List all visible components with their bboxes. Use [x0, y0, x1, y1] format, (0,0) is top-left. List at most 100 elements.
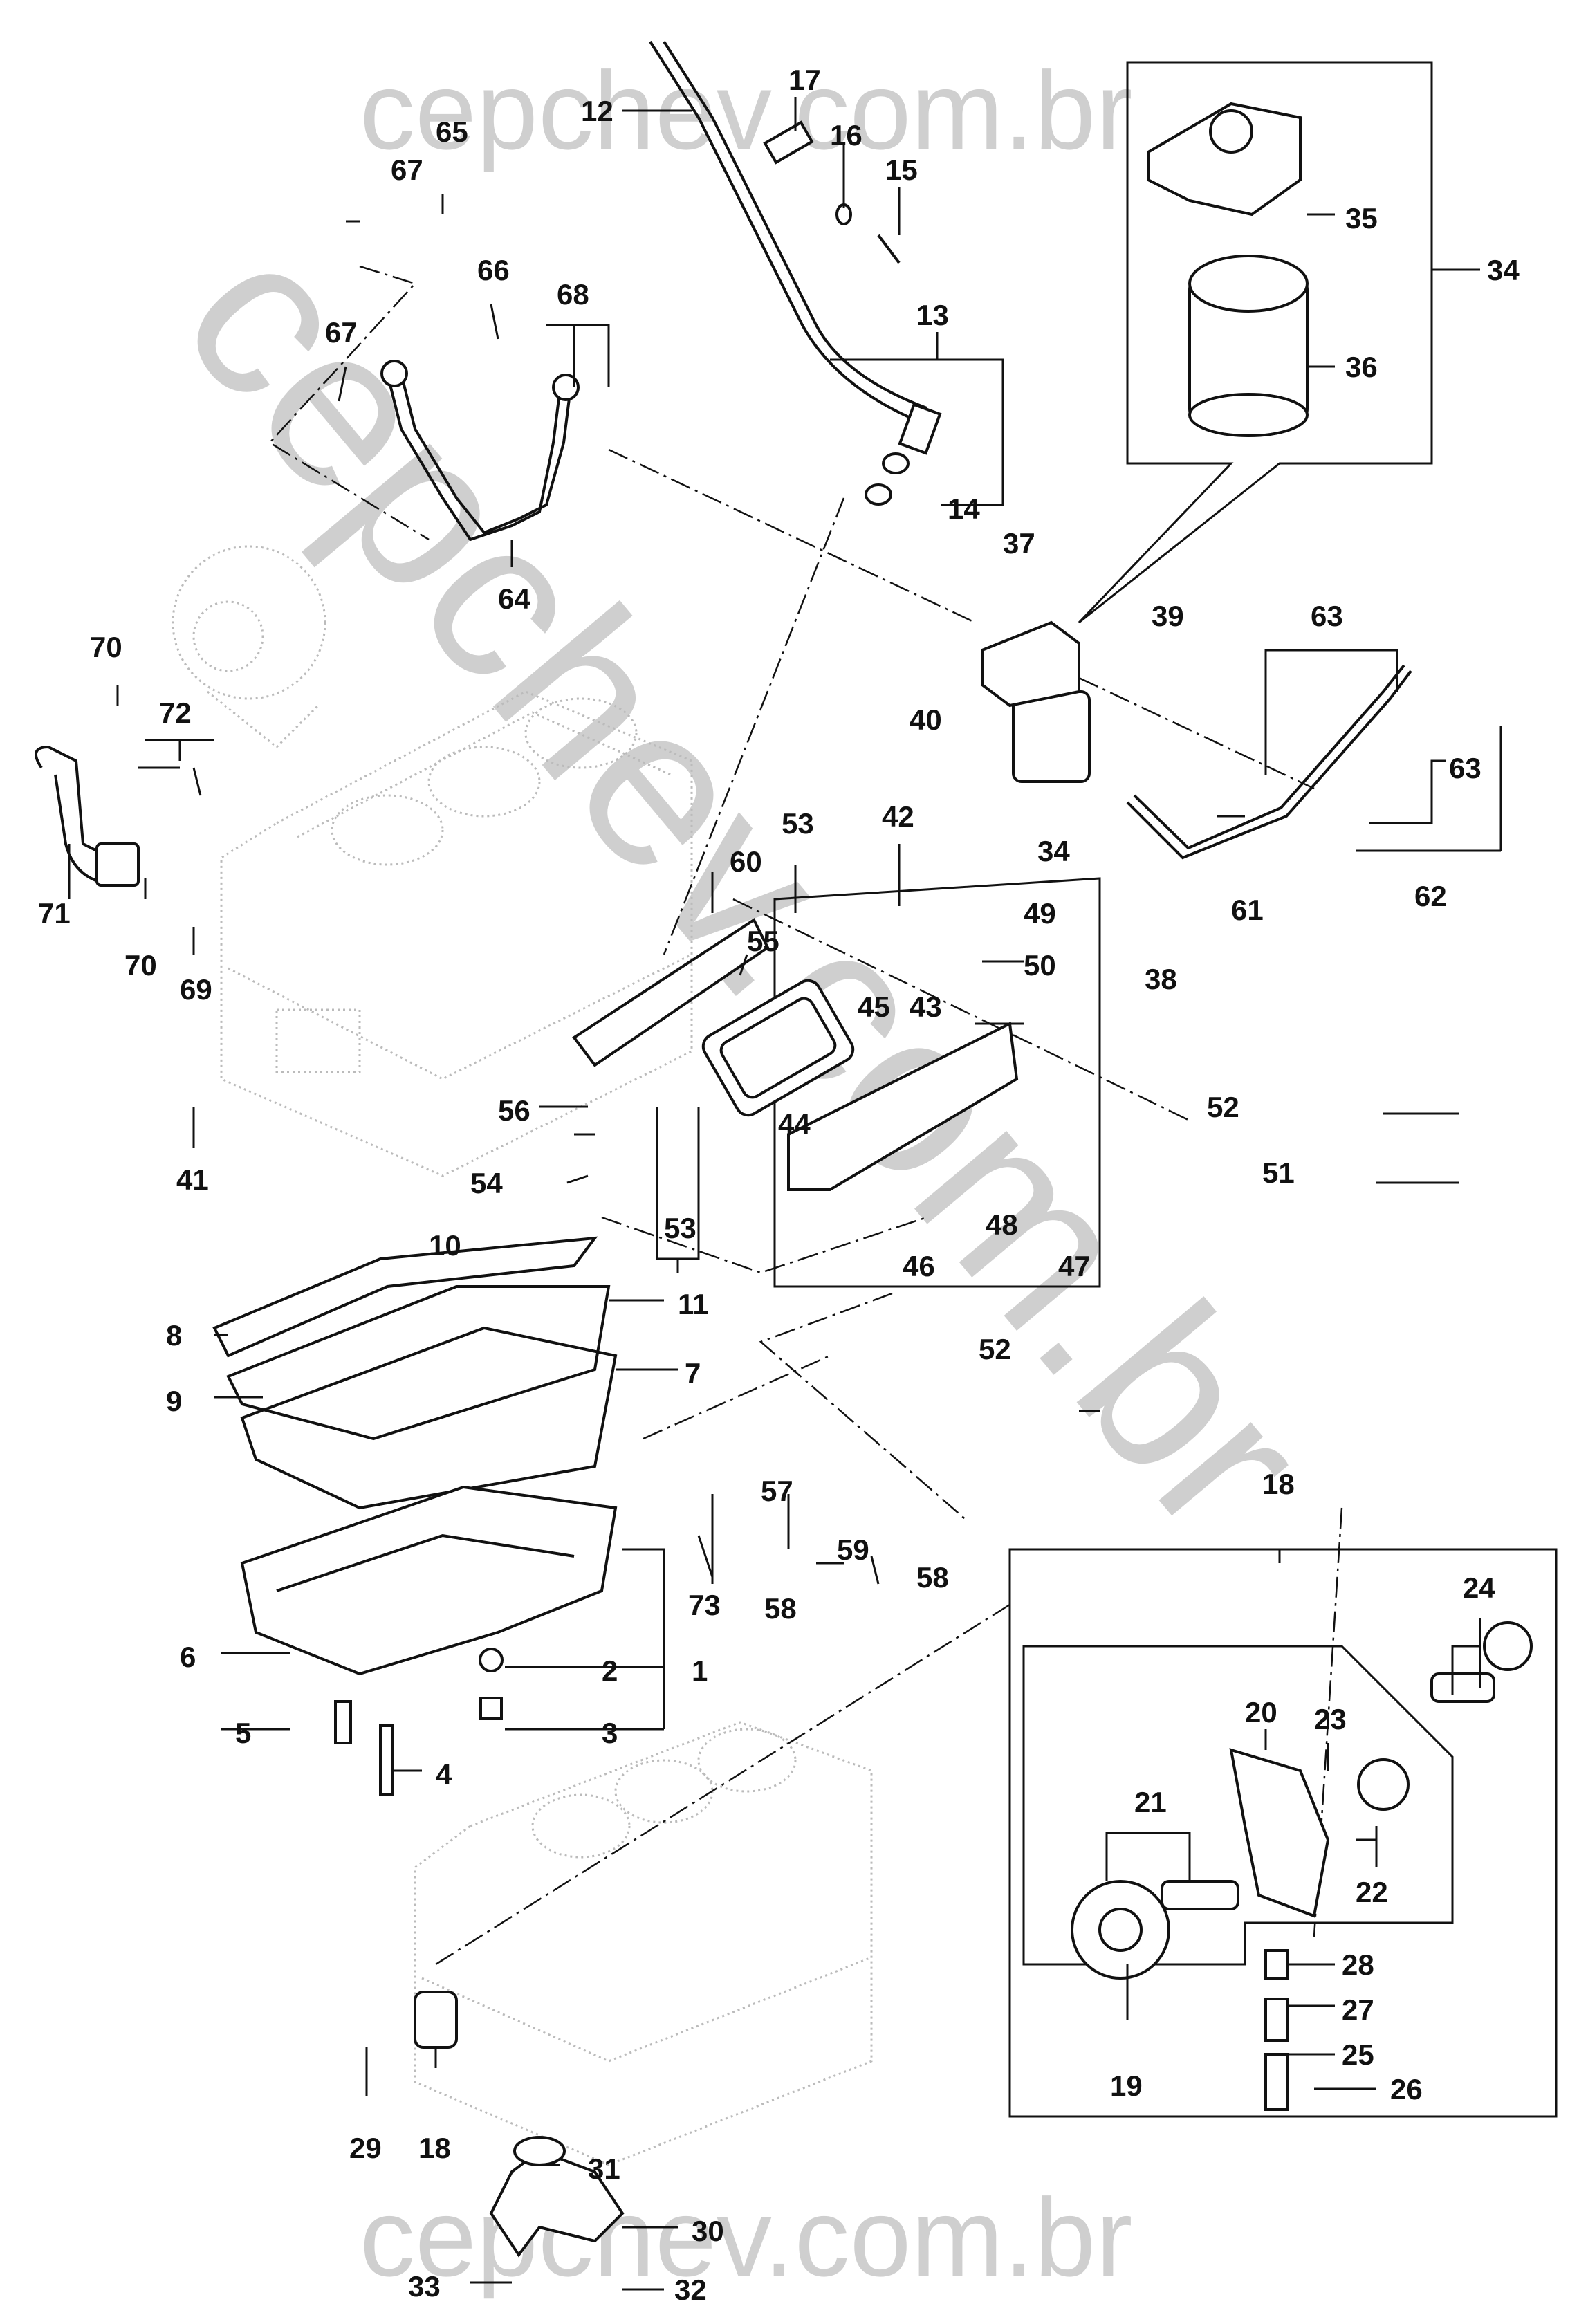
callout-64: 64 — [498, 582, 530, 615]
small-orings-14 — [865, 452, 910, 506]
hose — [35, 745, 140, 887]
callout-28: 28 — [1342, 1948, 1374, 1981]
oil-pipe-upper — [380, 360, 580, 542]
callout-58: 58 — [764, 1592, 797, 1625]
callout-25: 25 — [1342, 2038, 1374, 2071]
callout-2: 2 — [602, 1654, 618, 1687]
callout-58b: 58 — [916, 1561, 949, 1594]
callout-31: 31 — [588, 2152, 620, 2185]
callout-53: 53 — [782, 807, 814, 840]
callout-8: 8 — [166, 1319, 182, 1352]
watermark-bottom: cepchev.com.br — [360, 2175, 1133, 2299]
callout-47: 47 — [1058, 1250, 1091, 1282]
callout-16: 16 — [830, 119, 862, 151]
callout-55: 55 — [747, 925, 779, 957]
oil-pump-box — [1008, 1548, 1558, 2118]
callout-54: 54 — [470, 1167, 503, 1199]
callout-23: 23 — [1314, 1703, 1347, 1735]
callout-63b: 63 — [1449, 752, 1481, 784]
callout-26: 26 — [1390, 2073, 1423, 2105]
alternator — [172, 545, 326, 749]
callout-62: 62 — [1414, 880, 1447, 912]
callout-52b: 52 — [979, 1333, 1011, 1365]
callout-70: 70 — [90, 631, 122, 663]
callout-67: 67 — [391, 154, 423, 186]
callout-10: 10 — [429, 1229, 461, 1262]
callout-34: 34 — [1037, 835, 1070, 867]
callout-12: 12 — [581, 95, 613, 127]
oil-pipe — [1126, 664, 1412, 860]
callout-66: 66 — [477, 254, 510, 286]
callout-20: 20 — [1245, 1696, 1277, 1728]
oil-cooler-box — [773, 877, 1101, 1288]
callout-59: 59 — [837, 1533, 869, 1566]
callout-9: 9 — [166, 1385, 182, 1417]
oil-pan-gaskets — [212, 1236, 618, 1510]
oil-pump — [1071, 1621, 1533, 2111]
callout-72: 72 — [159, 697, 192, 729]
callout-49: 49 — [1024, 897, 1056, 930]
callout-30: 30 — [692, 2215, 724, 2247]
callout-17: 17 — [788, 64, 821, 96]
callout-22: 22 — [1356, 1876, 1388, 1908]
callout-5: 5 — [235, 1717, 251, 1749]
callout-51: 51 — [1262, 1156, 1295, 1189]
oil-filter-head — [1147, 102, 1302, 216]
callout-32: 32 — [674, 2274, 707, 2306]
callout-63: 63 — [1311, 600, 1343, 632]
callout-7: 7 — [685, 1357, 701, 1390]
callout-34-box: 34 — [1487, 254, 1520, 286]
callout-45: 45 — [858, 990, 890, 1023]
callout-11: 11 — [678, 1288, 708, 1320]
callout-18: 18 — [418, 2132, 451, 2164]
callout-3: 3 — [602, 1717, 618, 1749]
callout-71: 71 — [38, 897, 71, 930]
oil-filter-cartridge — [1188, 255, 1309, 437]
callout-6: 6 — [180, 1641, 196, 1673]
callout-18-pump: 18 — [1262, 1468, 1295, 1500]
callout-46: 46 — [903, 1250, 935, 1282]
engine-block-upper — [220, 690, 693, 1177]
callout-67b: 67 — [325, 316, 358, 349]
callout-60: 60 — [730, 845, 762, 878]
callout-50: 50 — [1024, 949, 1056, 981]
callout-labels: 1 2 3 4 5 6 7 8 9 10 11 12 13 14 15 16 1… — [38, 64, 1520, 2306]
oil-pan — [240, 1485, 618, 1676]
engine-block-lower — [414, 1721, 873, 2166]
callout-24: 24 — [1463, 1571, 1495, 1604]
callout-37: 37 — [1003, 527, 1035, 560]
callout-44: 44 — [778, 1108, 811, 1141]
drain-plug-parts — [334, 1648, 504, 1796]
callout-61: 61 — [1231, 894, 1264, 926]
callout-68: 68 — [557, 278, 589, 311]
callout-27: 27 — [1342, 1993, 1374, 2026]
watermark-top: cepchev.com.br — [360, 48, 1133, 172]
oil-cooler — [701, 979, 1019, 1191]
callout-35: 35 — [1345, 202, 1378, 234]
callout-19: 19 — [1110, 2069, 1143, 2102]
callout-39: 39 — [1152, 600, 1184, 632]
callout-43: 43 — [910, 990, 942, 1023]
dipstick-tube — [649, 40, 942, 455]
callout-13: 13 — [916, 299, 949, 331]
callout-33: 33 — [408, 2270, 441, 2303]
callout-40: 40 — [910, 703, 942, 736]
callout-38: 38 — [1145, 963, 1177, 995]
callout-21: 21 — [1134, 1786, 1167, 1818]
callout-14: 14 — [948, 492, 980, 525]
leader-lines — [68, 97, 1502, 2291]
oil-filter-box — [1078, 61, 1433, 624]
callout-1: 1 — [692, 1654, 708, 1687]
callout-57: 57 — [761, 1475, 793, 1507]
callout-41: 41 — [176, 1163, 209, 1196]
callout-48: 48 — [986, 1208, 1018, 1241]
watermark-diagonal: cepchev.com.br — [135, 192, 1356, 1578]
callout-36: 36 — [1345, 351, 1378, 383]
gasket-60 — [572, 918, 770, 1067]
callout-4: 4 — [436, 1758, 452, 1791]
callout-53b: 53 — [664, 1212, 696, 1244]
callout-56: 56 — [498, 1094, 530, 1127]
callout-73: 73 — [688, 1589, 721, 1621]
callout-70b: 70 — [124, 949, 157, 981]
